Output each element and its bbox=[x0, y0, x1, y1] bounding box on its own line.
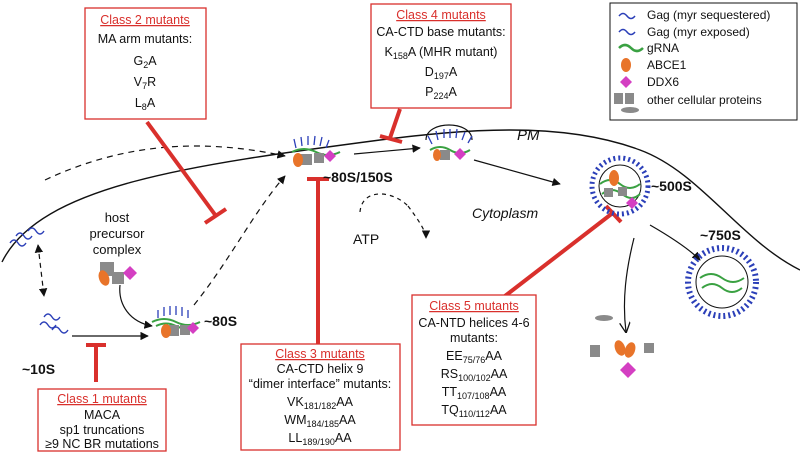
free-gag-10s bbox=[9, 227, 69, 334]
svg-text:MA arm mutants:: MA arm mutants: bbox=[98, 32, 192, 46]
svg-text:LL189/190AA: LL189/190AA bbox=[288, 431, 352, 447]
svg-text:DDX6: DDX6 bbox=[647, 75, 679, 89]
abce1-icon bbox=[621, 58, 631, 72]
svg-text:gRNA: gRNA bbox=[647, 41, 679, 55]
s80-label: ~80S bbox=[204, 313, 237, 329]
svg-text:MACA: MACA bbox=[84, 408, 121, 422]
class2-box: Class 2 mutants MA arm mutants: G2A V7R … bbox=[84, 7, 207, 120]
svg-text:TT107/108AA: TT107/108AA bbox=[442, 385, 507, 401]
gag-myr-sequestered-icon bbox=[618, 12, 636, 20]
svg-text:≥9 NC BR mutations: ≥9 NC BR mutations bbox=[45, 437, 159, 451]
svg-text:CA-CTD helix 9: CA-CTD helix 9 bbox=[277, 362, 364, 376]
svg-text:CA-CTD base mutants:: CA-CTD base mutants: bbox=[376, 25, 505, 39]
host-precursor-complex bbox=[98, 262, 137, 286]
grna-icon bbox=[618, 43, 644, 53]
svg-text:Gag (myr exposed): Gag (myr exposed) bbox=[647, 25, 750, 39]
svg-text:“dimer interface” mutants:: “dimer interface” mutants: bbox=[249, 377, 391, 391]
svg-text:other cellular proteins: other cellular proteins bbox=[647, 93, 762, 107]
pm-label: PM bbox=[517, 127, 540, 144]
svg-text:ABCE1: ABCE1 bbox=[647, 58, 687, 72]
s80-150-label: ~80S/150S bbox=[323, 169, 393, 185]
pathway-arrows bbox=[34, 144, 701, 341]
complex-80s bbox=[151, 306, 201, 338]
svg-text:CA-NTD helices 4-6: CA-NTD helices 4-6 bbox=[418, 316, 529, 330]
svg-text:precursor: precursor bbox=[90, 226, 146, 241]
svg-text:RS100/102AA: RS100/102AA bbox=[441, 367, 508, 383]
svg-text:sp1 truncations: sp1 truncations bbox=[60, 423, 145, 437]
ddx6-icon bbox=[620, 76, 632, 88]
complex-750s bbox=[685, 245, 759, 319]
other-proteins-icon bbox=[614, 93, 639, 113]
svg-text:Class 3 mutants: Class 3 mutants bbox=[275, 347, 365, 361]
s500-label: ~500S bbox=[651, 178, 692, 194]
s750-label: ~750S bbox=[700, 227, 741, 243]
complex-150s bbox=[425, 124, 473, 161]
svg-text:mutants:: mutants: bbox=[450, 331, 498, 345]
legend: Gag (myr sequestered) Gag (myr exposed) … bbox=[609, 2, 798, 121]
svg-text:Class 2 mutants: Class 2 mutants bbox=[100, 13, 190, 27]
atp-label: ATP bbox=[353, 231, 379, 247]
svg-text:WM184/185AA: WM184/185AA bbox=[284, 413, 356, 429]
class4-box: Class 4 mutants CA-CTD base mutants: K15… bbox=[370, 3, 512, 109]
host-precursor-label: host precursor complex bbox=[90, 210, 146, 257]
svg-text:Class 5 mutants: Class 5 mutants bbox=[429, 299, 519, 313]
svg-text:V7R: V7R bbox=[134, 75, 156, 91]
complex-80s-membrane bbox=[291, 135, 341, 167]
svg-text:complex: complex bbox=[93, 242, 142, 257]
s10-label: ~10S bbox=[22, 361, 55, 377]
class3-box: Class 3 mutants CA-CTD helix 9 “dimer in… bbox=[240, 343, 401, 451]
svg-text:host: host bbox=[105, 210, 130, 225]
plasma-membrane bbox=[1, 129, 800, 271]
class5-box: Class 5 mutants CA-NTD helices 4-6 mutan… bbox=[411, 294, 537, 426]
svg-text:Class 1 mutants: Class 1 mutants bbox=[57, 392, 147, 406]
svg-text:D197A: D197A bbox=[425, 65, 458, 81]
svg-text:P224A: P224A bbox=[425, 85, 457, 101]
svg-text:L8A: L8A bbox=[135, 96, 156, 112]
inhibition-bars bbox=[86, 108, 623, 382]
svg-text:Class 4 mutants: Class 4 mutants bbox=[396, 8, 486, 22]
cytoplasm-label: Cytoplasm bbox=[472, 205, 538, 221]
gag-myr-exposed-icon bbox=[618, 28, 636, 36]
svg-text:G2A: G2A bbox=[133, 54, 157, 70]
svg-text:Gag (myr sequestered): Gag (myr sequestered) bbox=[647, 8, 770, 22]
complex-500s bbox=[589, 155, 651, 217]
released-factors bbox=[590, 315, 654, 378]
svg-text:VK181/182AA: VK181/182AA bbox=[287, 395, 354, 411]
svg-text:EE75/76AA: EE75/76AA bbox=[446, 349, 503, 365]
svg-text:K158A (MHR mutant): K158A (MHR mutant) bbox=[385, 45, 498, 61]
svg-text:TQ110/112AA: TQ110/112AA bbox=[441, 403, 507, 419]
class1-box: Class 1 mutants MACA sp1 truncations ≥9 … bbox=[37, 388, 167, 452]
